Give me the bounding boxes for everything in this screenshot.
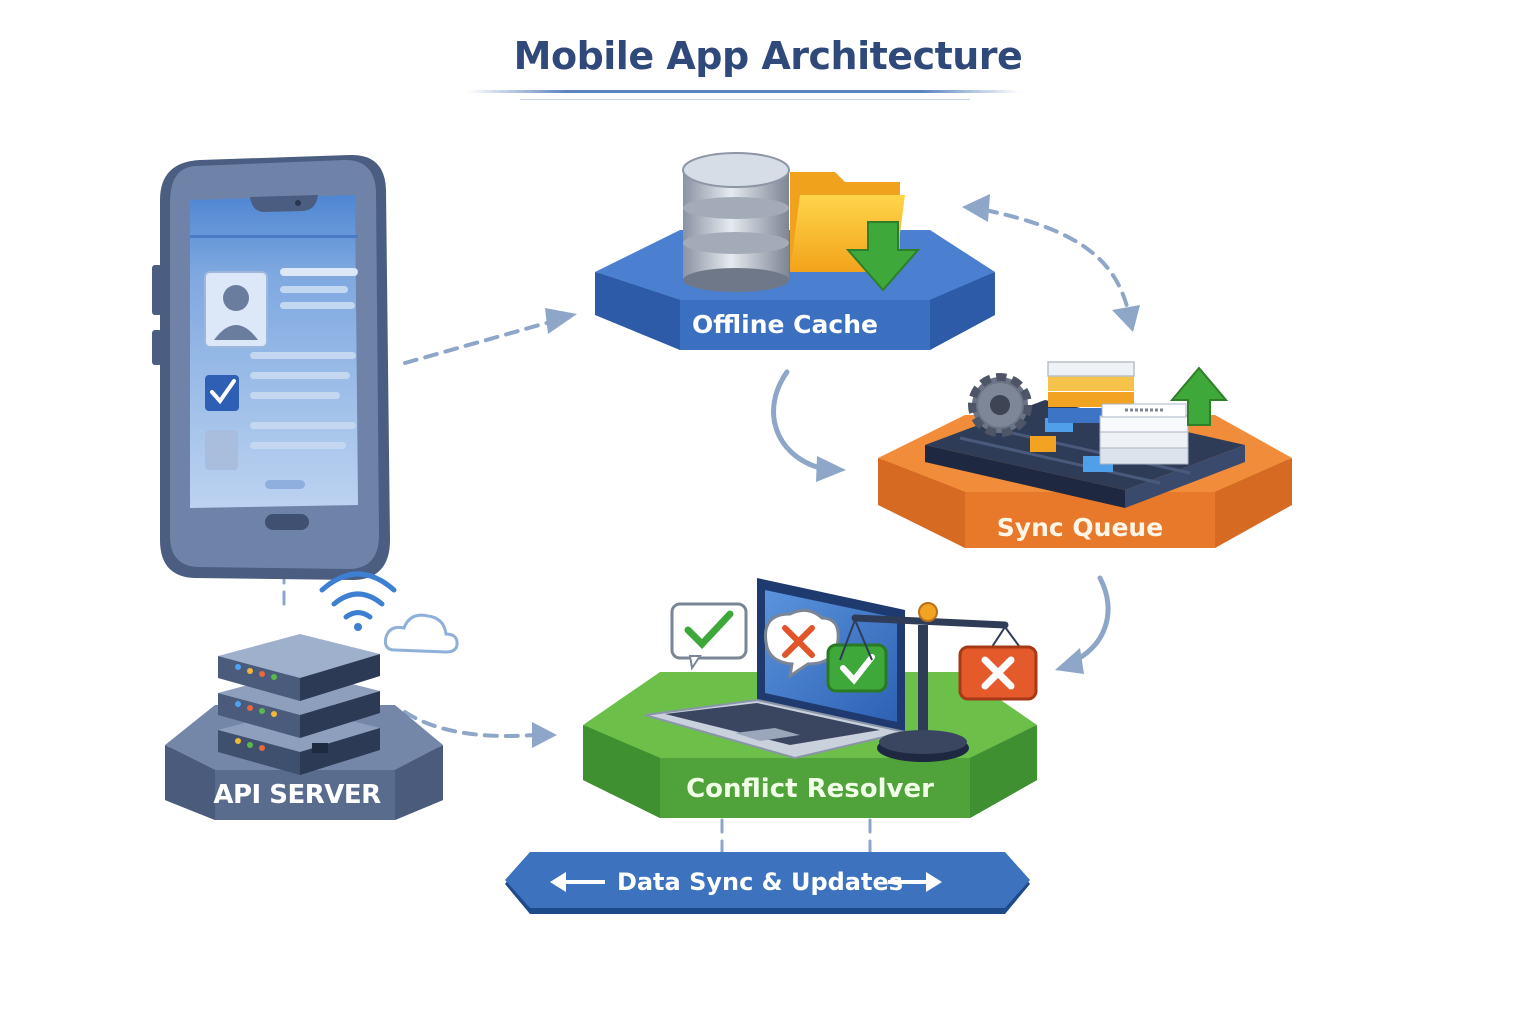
- arrowhead-server-resolver: [532, 722, 557, 748]
- document-stack-icon: [1047, 361, 1189, 465]
- arrow-heads: [532, 194, 1140, 748]
- arrowhead-phone-cache: [545, 308, 577, 334]
- arrowhead-cache-left: [962, 194, 990, 222]
- gear-icon: [968, 373, 1032, 437]
- connector-arrows: [282, 208, 1130, 857]
- title-underline-thin: [520, 99, 970, 100]
- arrow-cache-queue-bidirectional: [983, 208, 1130, 312]
- title-underline: [468, 90, 1020, 93]
- sync-queue-label: Sync Queue: [996, 513, 1164, 542]
- offline-cache-label: Offline Cache: [692, 310, 878, 339]
- arrowhead-queue-top: [1112, 305, 1140, 332]
- data-sync-banner: [505, 852, 1030, 914]
- arrow-cache-to-queue: [771, 369, 823, 471]
- cross-bubble-icon: [764, 608, 840, 680]
- check-bubble-icon: [670, 602, 748, 671]
- conflict-resolver-label: Conflict Resolver: [686, 774, 934, 804]
- page-title: Mobile App Architecture: [513, 34, 1023, 78]
- arrow-queue-to-resolver: [1067, 575, 1111, 666]
- banner-left-arrow-icon: [550, 872, 605, 892]
- server-rack-icon: [165, 634, 443, 820]
- database-icon: [682, 152, 790, 292]
- arrow-phone-to-cache: [403, 320, 552, 365]
- cloud-icon: [383, 613, 459, 654]
- check-badge-icon: [826, 643, 888, 693]
- arrowhead-queue-resolver: [1055, 648, 1084, 674]
- phone-icon: [152, 154, 390, 581]
- api-server-label: API SERVER: [213, 780, 381, 810]
- arrowhead-cache-queue: [816, 456, 846, 482]
- arrow-server-to-resolver: [403, 710, 537, 738]
- download-arrow-icon: [845, 221, 921, 292]
- upload-arrow-icon: [1169, 366, 1229, 426]
- balance-scale-icon: [839, 602, 1038, 762]
- data-sync-label: Data Sync & Updates: [616, 868, 904, 896]
- wifi-icon: [319, 571, 397, 631]
- banner-right-arrow-icon: [888, 872, 942, 892]
